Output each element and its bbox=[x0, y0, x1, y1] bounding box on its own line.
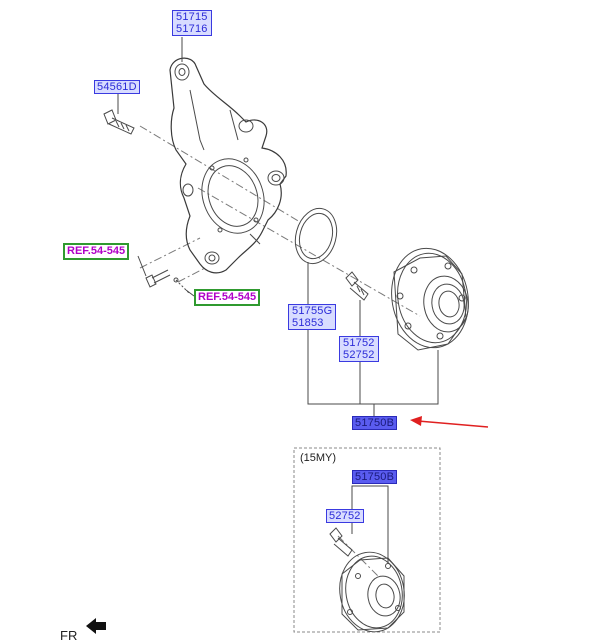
red-pointer-arrow bbox=[410, 416, 489, 428]
fr-arrow-icon bbox=[86, 618, 106, 634]
assembly-axis-upper bbox=[139, 125, 301, 223]
assembly-axis-lower bbox=[139, 237, 201, 269]
seal-ring-drawing bbox=[294, 207, 338, 265]
lower-bolt-drawing bbox=[145, 269, 171, 288]
part-number: 51716 bbox=[176, 23, 208, 35]
variant-tag-hub-assembly[interactable]: 51750B bbox=[352, 470, 398, 484]
front-indicator: FR bbox=[60, 628, 78, 643]
hub-bolt-drawing bbox=[345, 271, 369, 301]
assembly-bracket bbox=[307, 330, 439, 405]
part-tag-knuckle[interactable]: 51715 51716 bbox=[172, 10, 212, 36]
assembly-axis-variant bbox=[337, 535, 379, 577]
part-number: 51750B bbox=[355, 471, 395, 483]
knuckle-bolt-drawing bbox=[103, 109, 135, 135]
reference-tag-left[interactable]: REF.54-545 bbox=[63, 243, 130, 260]
part-number: 52752 bbox=[329, 510, 361, 522]
part-number: 54561D bbox=[97, 81, 137, 93]
part-number: 51752 bbox=[343, 337, 375, 349]
reference-label: REF.54-545 bbox=[198, 291, 257, 303]
part-tag-hub-assembly[interactable]: 51750B bbox=[352, 416, 398, 430]
part-tag-seal[interactable]: 51755G 51853 bbox=[288, 304, 337, 330]
variant-bracket bbox=[351, 485, 389, 564]
part-number: 51853 bbox=[292, 317, 324, 329]
part-number: 51750B bbox=[355, 417, 395, 429]
variant-bolt-drawing bbox=[329, 527, 353, 557]
leader-ref-left bbox=[137, 255, 147, 277]
variant-label: (15MY) bbox=[300, 452, 337, 464]
variant-tag-hub-bolt[interactable]: 52752 bbox=[326, 509, 364, 523]
variant-hub-drawing bbox=[339, 551, 405, 633]
steering-knuckle-drawing bbox=[169, 57, 287, 274]
part-tag-hub-bolt[interactable]: 51752 52752 bbox=[339, 336, 379, 362]
variant-box bbox=[293, 447, 441, 633]
leader-ref-right bbox=[185, 289, 195, 297]
part-tag-bolt[interactable]: 54561D bbox=[94, 80, 140, 94]
part-number: 51715 bbox=[176, 11, 208, 23]
part-number: 51755G bbox=[292, 305, 333, 317]
reference-label: REF.54-545 bbox=[67, 245, 126, 257]
part-number: 52752 bbox=[343, 349, 375, 361]
assembly-axis-main bbox=[197, 187, 421, 317]
wheel-hub-drawing bbox=[391, 247, 469, 351]
reference-tag-right[interactable]: REF.54-545 bbox=[194, 289, 261, 306]
assembly-axis-lower2 bbox=[177, 267, 206, 283]
